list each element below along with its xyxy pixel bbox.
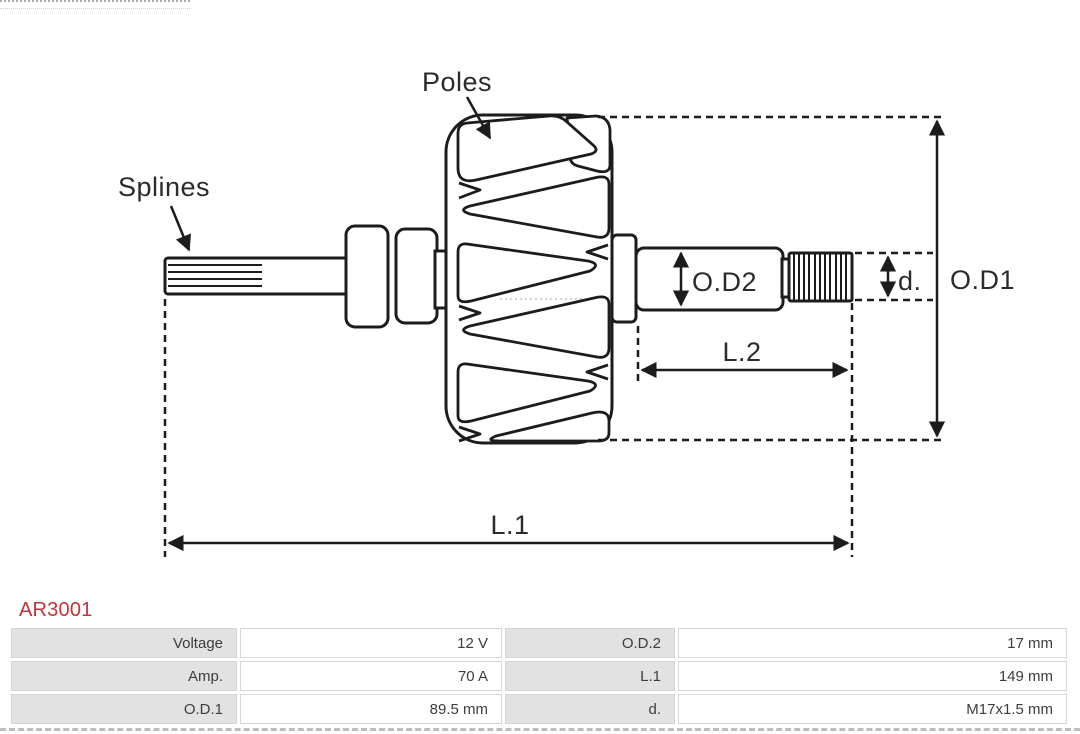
poles-leader-arrow bbox=[465, 96, 492, 140]
left-collar-2 bbox=[394, 227, 439, 325]
d-label: d. bbox=[898, 266, 922, 296]
spec-label-od1: O.D.1 bbox=[11, 694, 237, 724]
spec-value-d: M17x1.5 mm bbox=[678, 694, 1067, 724]
spec-label-amp: Amp. bbox=[11, 661, 237, 691]
rotor-technical-drawing: Poles Splines O.D2 d. O.D1 L.2 L.1 bbox=[118, 67, 1015, 557]
l2-label: L.2 bbox=[722, 337, 761, 367]
spline-shaft bbox=[163, 256, 349, 296]
cutoff-bottom-separator bbox=[0, 728, 1080, 731]
spec-label-l1: L.1 bbox=[505, 661, 675, 691]
spec-label-voltage: Voltage bbox=[11, 628, 237, 658]
spline-grooves bbox=[168, 264, 262, 287]
cutoff-dotted-artifact bbox=[0, 0, 190, 9]
spec-value-amp: 70 A bbox=[240, 661, 502, 691]
spec-value-od1: 89.5 mm bbox=[240, 694, 502, 724]
od1-label: O.D1 bbox=[950, 265, 1015, 295]
claw-poles bbox=[456, 114, 612, 443]
spec-label-od2: O.D.2 bbox=[505, 628, 675, 658]
extension-lines bbox=[163, 115, 944, 557]
claw-root-notches bbox=[458, 181, 609, 443]
splines-label: Splines bbox=[118, 172, 210, 202]
spec-value-od2: 17 mm bbox=[678, 628, 1067, 658]
part-code-link[interactable]: AR3001 bbox=[19, 599, 93, 621]
spec-value-voltage: 12 V bbox=[240, 628, 502, 658]
poles-label: Poles bbox=[422, 67, 492, 97]
spec-table: Voltage 12 V O.D.2 17 mm Amp. 70 A L.1 1… bbox=[11, 628, 1067, 724]
spec-value-l1: 149 mm bbox=[678, 661, 1067, 691]
spec-label-d: d. bbox=[505, 694, 675, 724]
od2-label: O.D2 bbox=[692, 267, 757, 297]
l1-label: L.1 bbox=[490, 510, 529, 540]
left-collar-1 bbox=[344, 224, 390, 329]
thread-ridges bbox=[793, 254, 847, 300]
right-collar bbox=[610, 233, 638, 324]
splines-leader-arrow bbox=[169, 205, 191, 252]
